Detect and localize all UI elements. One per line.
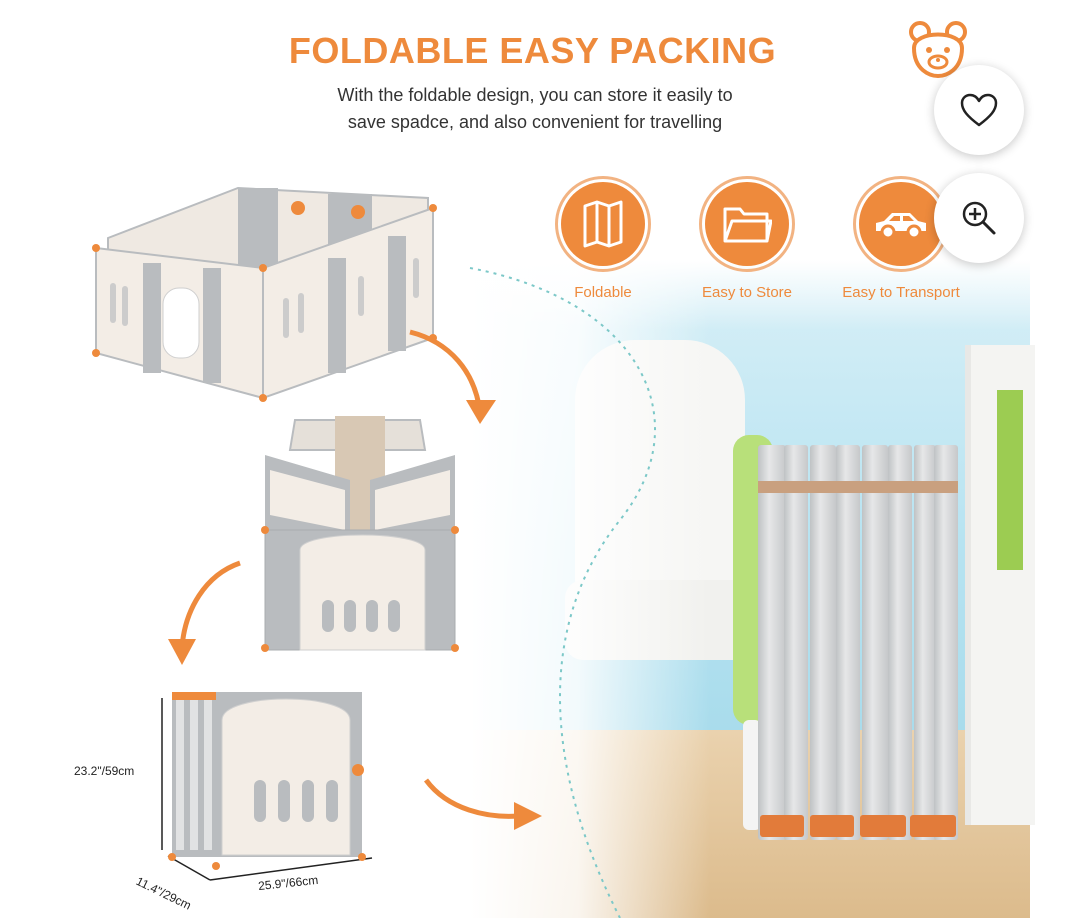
heart-icon [960,93,998,127]
room-background [470,260,1035,918]
dimension-height: 23.2"/59cm [74,764,135,778]
arrow-right-icon [423,778,542,830]
folder-icon [723,207,772,243]
assembled-playpen [92,186,437,402]
folded-map-icon [583,200,623,248]
half-folded-playpen [261,416,459,652]
feature-easy-to-store: Easy to Store [672,176,822,301]
feature-foldable: Foldable [528,176,678,301]
subtitle-line-1: With the foldable design, you can store … [337,85,733,105]
subtitle-line-2: save spadce, and also convenient for tra… [347,112,723,132]
folded-playpen [758,445,958,840]
green-towel [997,390,1023,570]
bear-logo-icon [909,21,967,79]
zoom-button[interactable] [934,173,1024,263]
subtitle: With the foldable design, you can store … [0,82,1070,136]
feature-label-easy-to-store: Easy to Store [701,284,793,301]
feature-label-easy-to-transport: Easy to Transport [842,284,960,301]
folded-playpen-dimensions [161,692,373,881]
feature-label-foldable: Foldable [574,284,632,301]
page-title: FOLDABLE EASY PACKING [288,30,777,71]
arrow-down-left-icon [168,560,241,665]
feature-easy-to-transport: Easy to Transport [826,176,976,301]
zoom-in-icon [962,201,996,235]
like-button[interactable] [934,65,1024,155]
car-icon [876,213,926,240]
arrow-down-right-icon [409,329,496,424]
